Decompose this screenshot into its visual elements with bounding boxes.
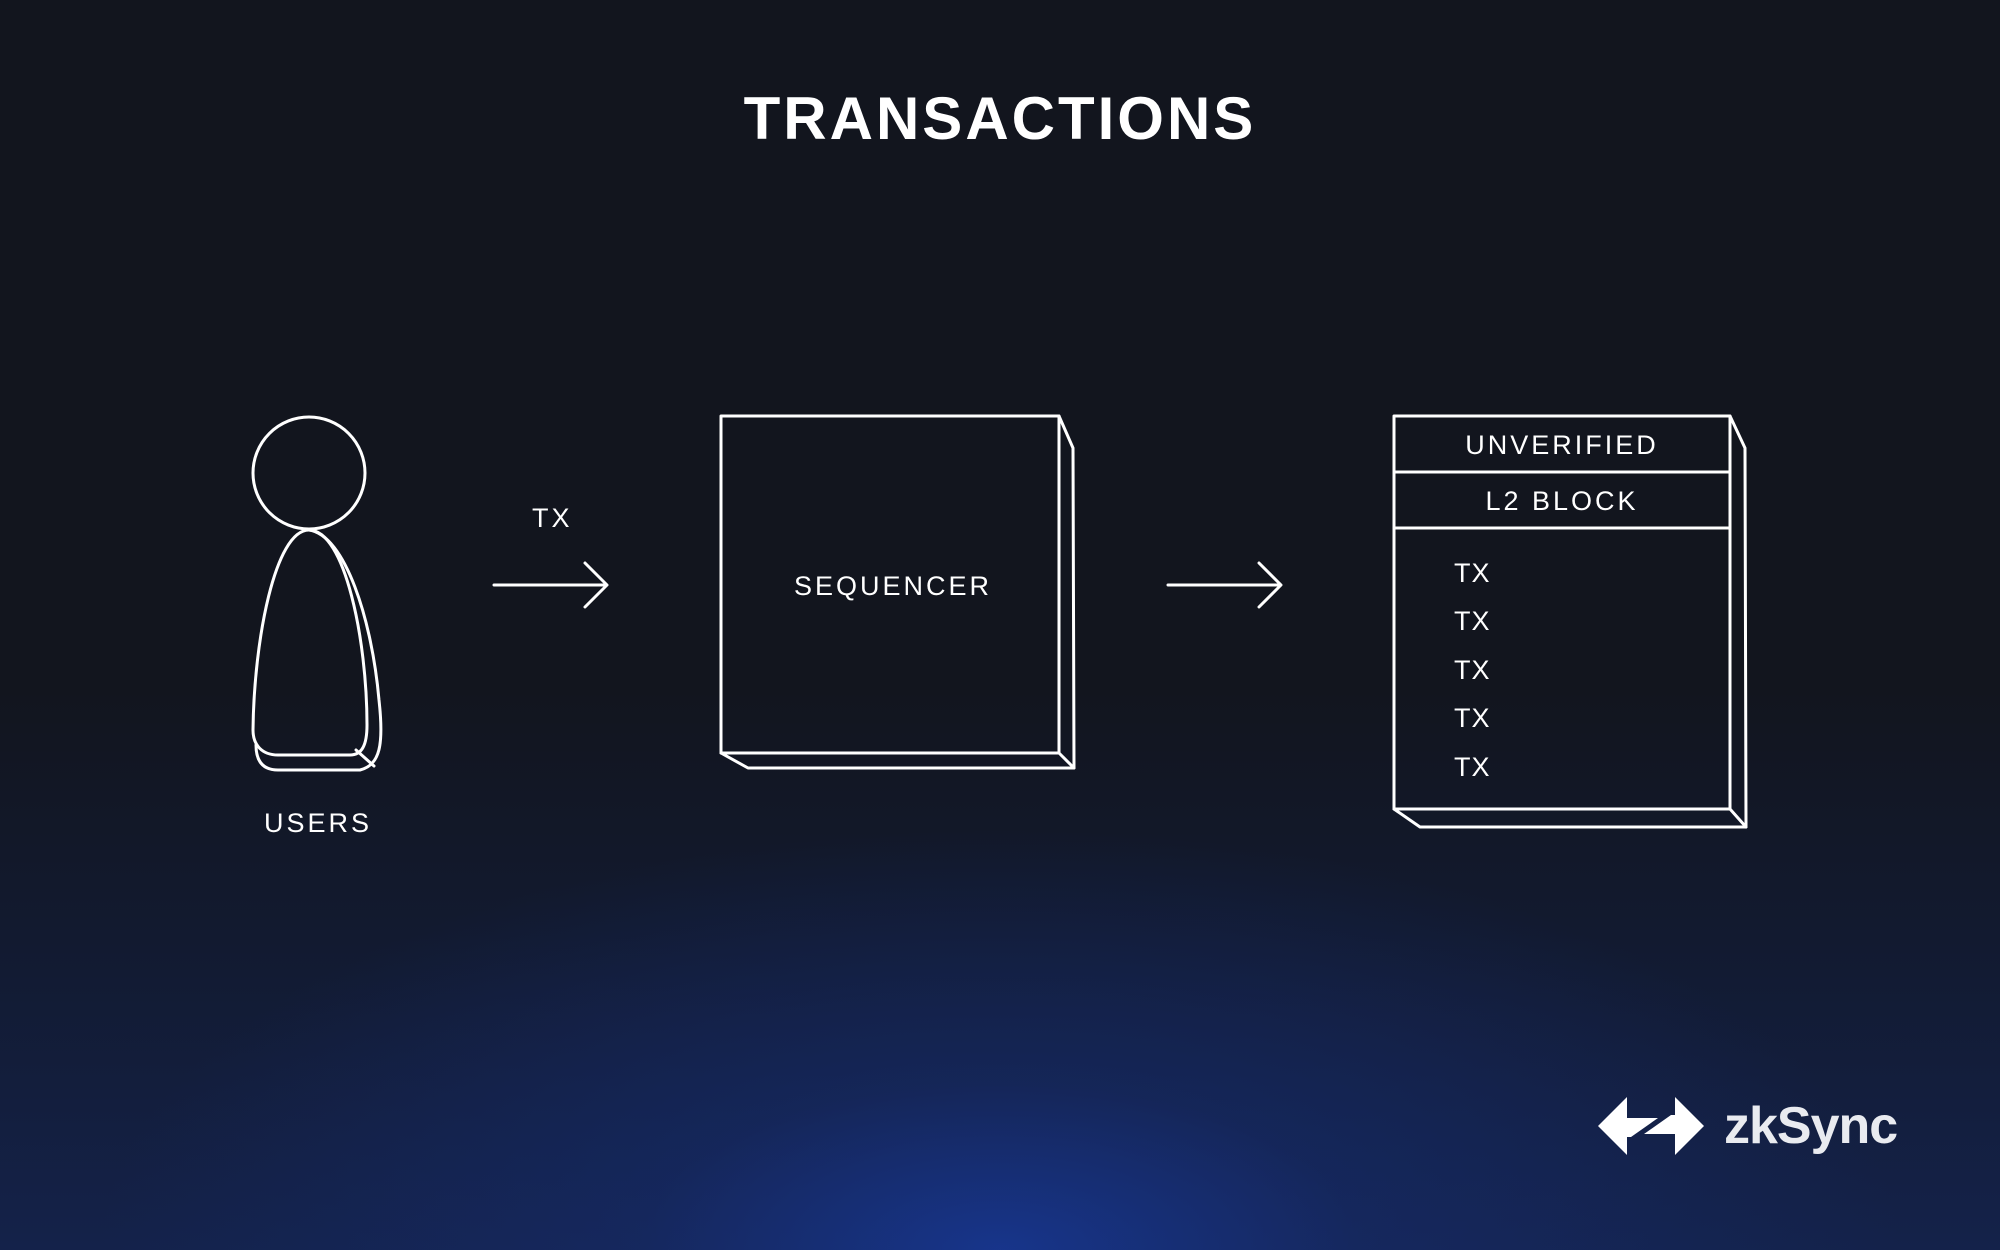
sequencer-label: SEQUENCER — [794, 571, 993, 601]
block-tx-item: TX — [1454, 752, 1491, 782]
sequencer-box — [719, 414, 1076, 770]
block-header-unverified: UNVERIFIED — [1465, 430, 1659, 460]
tx-arrow-label: TX — [532, 503, 573, 533]
zksync-arrows-icon — [1598, 1097, 1704, 1155]
arrow-right-icon — [492, 561, 609, 609]
block-header-l2-block: L2 BLOCK — [1485, 486, 1639, 516]
user-figure-icon — [251, 415, 383, 772]
zksync-logo: zkSync — [1598, 1096, 1898, 1156]
block-tx-item: TX — [1454, 655, 1491, 685]
brand-name: zkSync — [1724, 1097, 1898, 1155]
block-tx-item: TX — [1454, 558, 1491, 588]
page-title: TRANSACTIONS — [743, 85, 1257, 152]
arrow-right-icon — [1166, 561, 1283, 609]
users-label: USERS — [264, 808, 373, 838]
l2-block-box — [1392, 414, 1748, 829]
block-tx-item: TX — [1454, 703, 1491, 733]
block-tx-item: TX — [1454, 606, 1491, 636]
